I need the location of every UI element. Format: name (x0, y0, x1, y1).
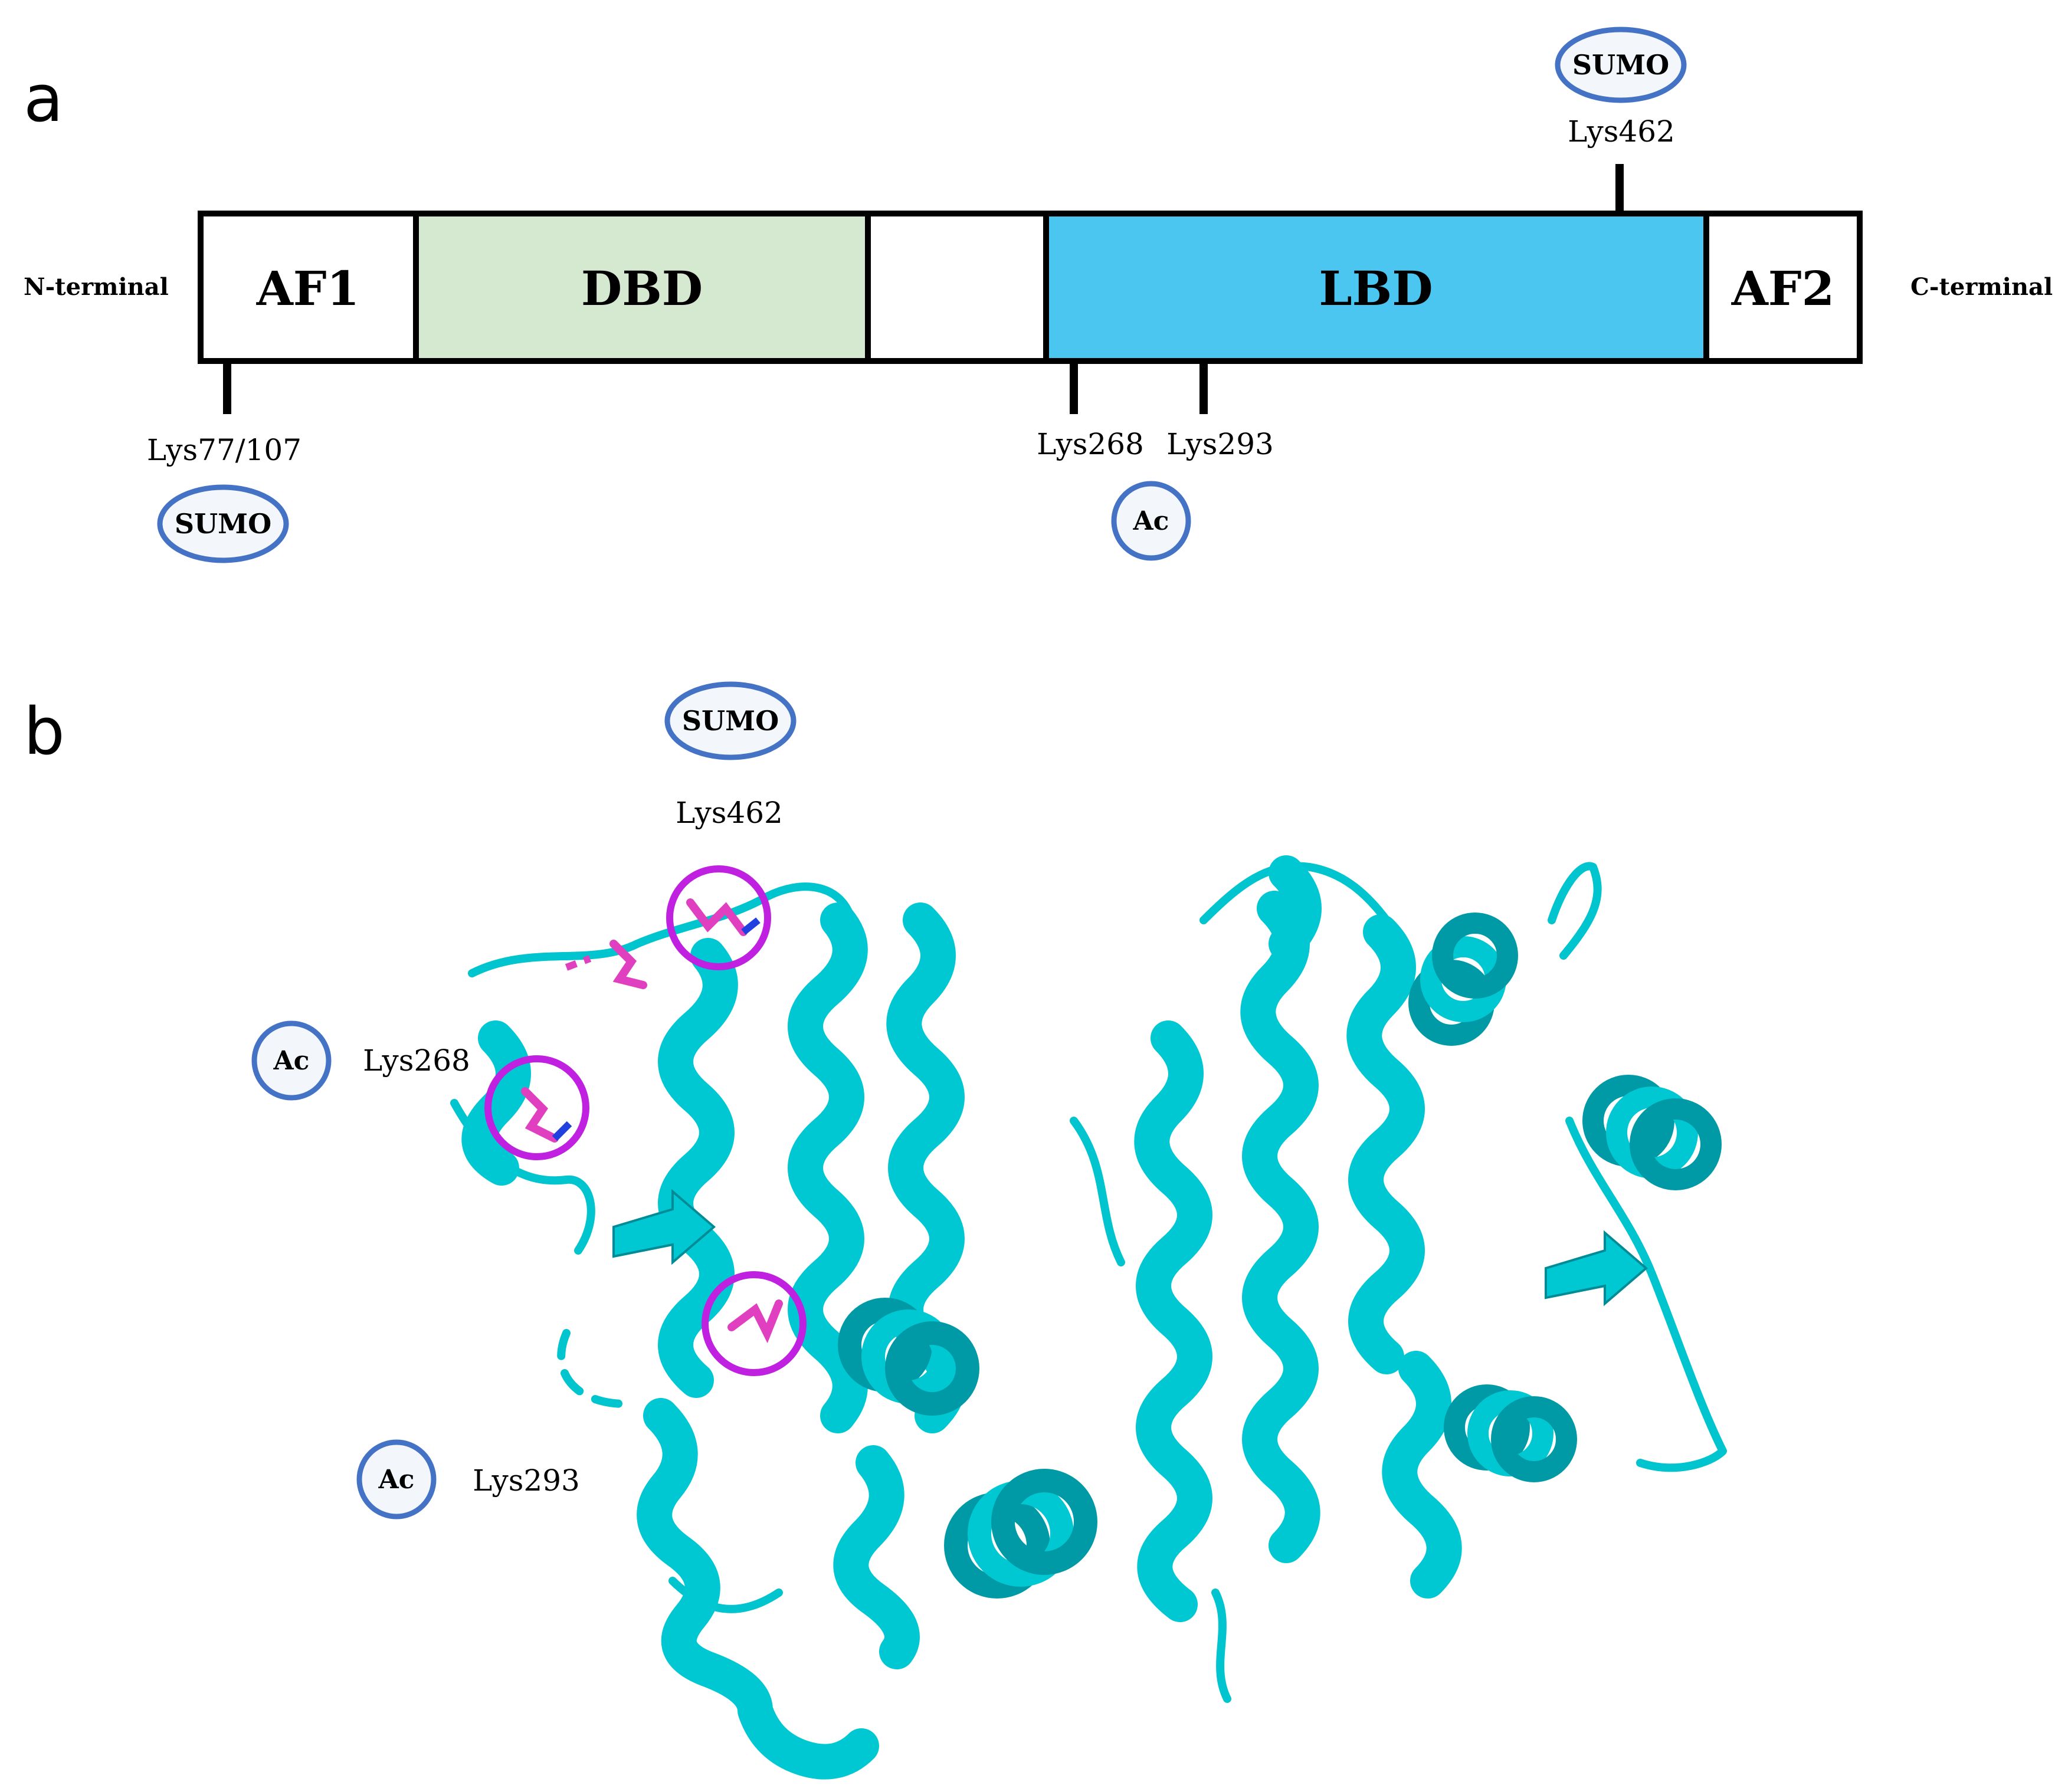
residue-extra (565, 940, 647, 989)
loop (1548, 862, 1602, 960)
n-terminal-label: N-terminal (24, 273, 169, 301)
helix (833, 1445, 920, 1669)
svg-text:Ac: Ac (273, 1046, 310, 1076)
helix (658, 938, 738, 1398)
helix (1382, 1351, 1462, 1599)
label-b-lys293: Lys293 (473, 1463, 580, 1498)
panel-b: b SUMO Lys462 Ac Lys268 Ac Lys293 (24, 681, 1727, 1780)
domain-af2 (1703, 211, 1863, 364)
helix-coil (1444, 1384, 1577, 1482)
svg-text:Ac: Ac (1133, 506, 1169, 536)
sumo-badge-lys462: SUMO (1555, 27, 1687, 103)
loop (1199, 862, 1391, 924)
residue-lys462 (686, 898, 761, 936)
svg-text:SUMO: SUMO (175, 508, 271, 540)
label-lys77: Lys77/107 (147, 433, 301, 467)
domain-lbd-label: LBD (1319, 261, 1433, 316)
sumo-badge-b: SUMO (664, 681, 797, 760)
ac-badge-b-293: Ac (356, 1439, 437, 1519)
domain-bar: AF1 DBD LBD AF2 (198, 211, 1863, 364)
sumo-badge-lys77: SUMO (157, 484, 289, 563)
svg-text:SUMO: SUMO (1572, 49, 1669, 81)
domain-af2-label: AF2 (1731, 261, 1835, 316)
label-lys268: Lys268 (1037, 427, 1144, 461)
domain-af1-label: AF1 (256, 261, 360, 316)
domain-lbd (1043, 211, 1709, 364)
helix-coil (944, 1469, 1097, 1599)
helix (1134, 1020, 1212, 1622)
label-lys462: Lys462 (1568, 114, 1675, 149)
ac-badge-lys268-293: Ac (1111, 481, 1191, 561)
svg-text:Ac: Ac (378, 1465, 415, 1495)
domain-af1 (198, 211, 419, 364)
loop (1211, 1588, 1231, 1703)
residue-lys293 (727, 1299, 783, 1344)
label-lys293: Lys293 (1166, 427, 1274, 461)
highlight-circle-lys293 (702, 1271, 807, 1376)
highlight-circle-lys268 (484, 1055, 589, 1160)
panel-a-letter: a (24, 61, 63, 136)
helix (1346, 914, 1425, 1374)
helix-coil (1408, 913, 1518, 1046)
helix (1240, 891, 1320, 1563)
helix (461, 1020, 531, 1186)
panel-b-letter: b (24, 694, 65, 769)
protein-ribbon-structure (450, 855, 1727, 1780)
helix (637, 1398, 879, 1780)
domain-dbd (413, 211, 871, 364)
helix (788, 902, 868, 1433)
ac-badge-b-268: Ac (251, 1020, 332, 1101)
helix (1269, 855, 1322, 961)
highlight-circle-lys462 (666, 865, 771, 970)
loop (1070, 1117, 1125, 1266)
c-terminal-label: C-terminal (1910, 273, 2053, 301)
loop (1565, 1117, 1727, 1472)
beta-strand (1545, 1230, 1648, 1307)
domain-dbd-label: DBD (581, 261, 703, 316)
helix-coil (1582, 1075, 1722, 1190)
helix-coil (838, 1298, 979, 1416)
label-b-lys462: Lys462 (676, 796, 783, 830)
loop (468, 882, 854, 977)
loop (557, 1329, 630, 1408)
domain-hinge (865, 211, 1049, 364)
residue-lys268 (521, 1087, 572, 1143)
label-b-lys268: Lys268 (363, 1043, 470, 1078)
panel-a: a N-terminal C-terminal AF1 DBD LBD AF2 … (24, 27, 2053, 563)
svg-text:SUMO: SUMO (682, 705, 779, 737)
beta-strand (612, 1189, 716, 1265)
